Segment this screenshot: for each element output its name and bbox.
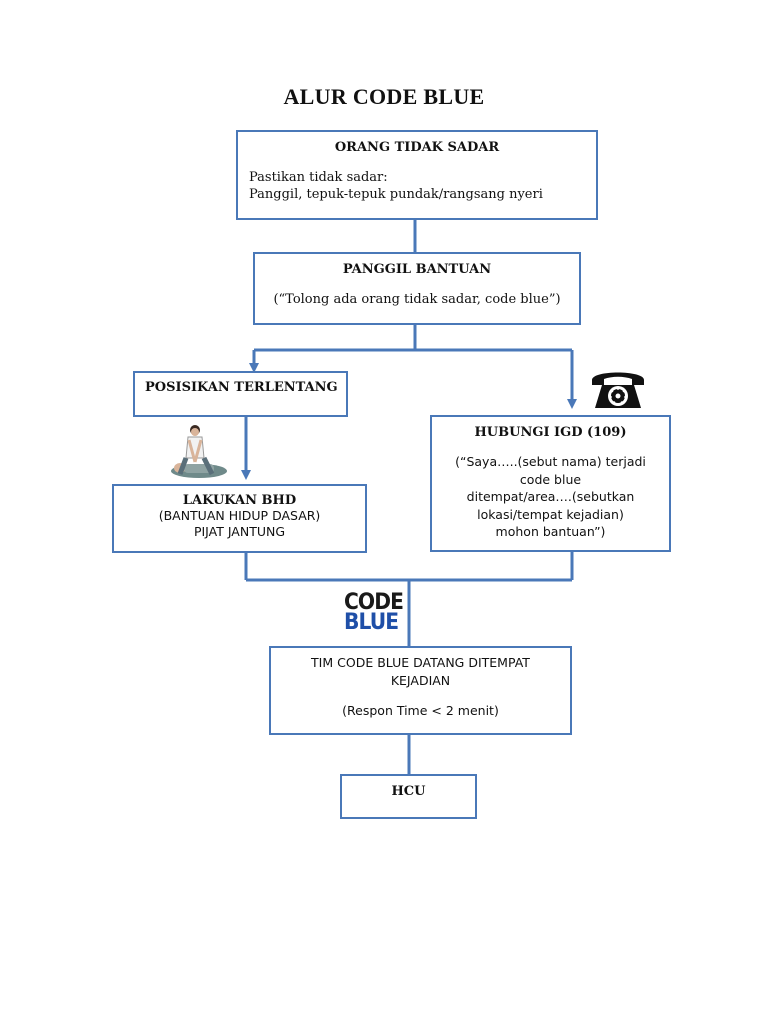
cpr-illustration [171,425,227,478]
code-blue-logo: CODE BLUE [344,590,404,635]
hubungi-line-5: mohon bantuan”) [495,524,606,539]
hubungi-line-1: (“Saya…..(sebut nama) terjadi [455,454,646,469]
lakukan-heading: LAKUKAN BHD [182,493,297,508]
orang-line1: Pastikan tidak sadar: [249,170,388,185]
panggil-text: (“Tolong ada orang tidak sadar, code blu… [273,292,561,307]
diagram-title: ALUR CODE BLUE [283,84,485,109]
box-posisikan-terlentang: POSISIKAN TERLENTANG [133,371,348,417]
orang-heading: ORANG TIDAK SADAR [334,140,500,155]
box-hcu: HCU [340,774,477,819]
box-lakukan-bhd: LAKUKAN BHD (BANTUAN HIDUP DASAR) PIJAT … [112,484,367,553]
tim-line3: (Respon Time < 2 menit) [342,703,499,718]
hcu-heading: HCU [391,784,426,799]
lakukan-line1: (BANTUAN HIDUP DASAR) [158,508,321,523]
tim-line1: TIM CODE BLUE DATANG DITEMPAT [311,655,530,670]
box-panggil-bantuan: PANGGIL BANTUAN (“Tolong ada orang tidak… [253,252,581,325]
logo-line-blue: BLUE [344,610,399,635]
box-tim-code-blue: TIM CODE BLUE DATANG DITEMPAT KEJADIAN (… [269,646,572,735]
orang-line2: Panggil, tepuk-tepuk pundak/rangsang nye… [249,187,543,202]
box-orang-tidak-sadar: ORANG TIDAK SADAR Pastikan tidak sadar: … [236,130,598,220]
tim-line2: KEJADIAN [390,673,451,688]
hubungi-line-2: code blue [519,471,582,487]
logo-line-code: CODE [344,590,404,615]
box-hubungi-igd: HUBUNGI IGD (109) (“Saya…..(sebut nama) … [430,415,671,552]
hubungi-line-4: lokasi/tempat kejadian) [477,506,624,522]
lakukan-line2: PIJAT JANTUNG [193,524,286,539]
posisikan-heading: POSISIKAN TERLENTANG [145,380,338,395]
panggil-heading: PANGGIL BANTUAN [342,262,492,277]
telephone-icon [592,372,644,408]
hubungi-line-3: ditempat/area….(sebutkan [466,489,635,504]
hubungi-heading: HUBUNGI IGD (109) [474,425,627,440]
